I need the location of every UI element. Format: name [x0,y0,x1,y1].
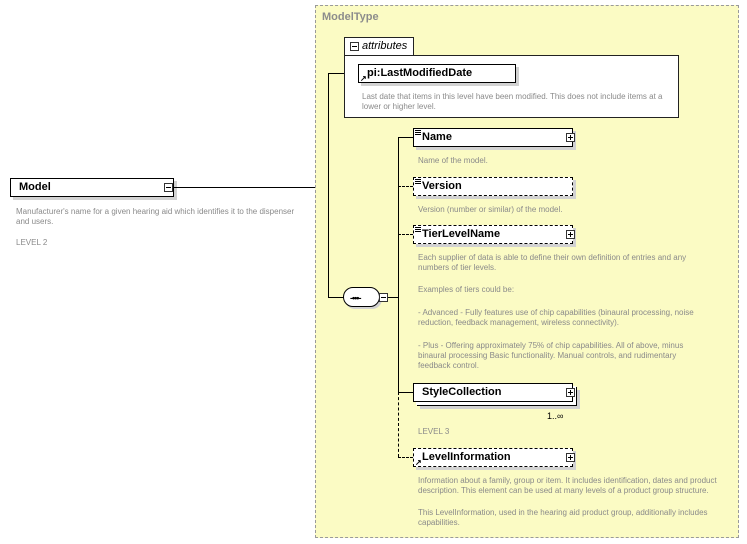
level-info-branch [398,457,413,458]
seq-connector-line [388,297,398,298]
expand-icon[interactable] [566,388,575,397]
level-info-doc-1: Information about a family, group or ite… [418,476,717,495]
connector-line [174,187,328,188]
tier-level-name-label: TierLevelName [422,228,501,240]
attribute-doc: Last date that items in this level have … [362,92,663,111]
tier-doc-4: - Plus - Offering approximately 75% of c… [418,341,684,370]
collapse-icon[interactable] [379,293,388,302]
tier-doc-2: Examples of tiers could be: [418,285,515,294]
name-branch [398,137,413,138]
expand-icon[interactable] [566,230,575,239]
level-information-label: LevelInformation [422,451,511,463]
name-doc: Name of the model. [418,156,488,165]
text-content-icon [415,227,421,232]
level-info-doc-2: This LevelInformation, used in the heari… [418,508,708,527]
attribute-last-modified-date[interactable]: ↗ pi:LastModifiedDate [358,64,516,83]
seq-trunk-solid-top [398,137,399,297]
tier-branch [398,234,413,235]
seq-branch-line [328,297,344,298]
seq-trunk-dashed [398,392,399,457]
text-content-icon [415,130,421,135]
sequence-compositor[interactable]: -•••- [343,287,380,307]
model-level: LEVEL 2 [16,238,48,247]
attribute-label: pi:LastModifiedDate [367,67,473,79]
collapse-icon[interactable] [164,183,173,192]
version-doc: Version (number or similar) of the model… [418,205,563,214]
tier-doc-3: - Advanced - Fully features use of chip … [418,308,694,327]
model-type-title: ModelType [322,11,379,23]
level-information-element[interactable]: ↗ LevelInformation [413,448,573,467]
style-collection-label: StyleCollection [422,386,502,398]
attributes-label: attributes [362,40,408,52]
style-cardinality: 1..∞ [547,411,564,421]
version-element[interactable]: Version [413,177,573,196]
expand-icon[interactable] [566,133,575,142]
trunk-line [328,73,329,298]
style-collection-element[interactable]: StyleCollection [413,383,573,402]
style-level: LEVEL 3 [418,427,450,436]
model-element-label: Model [19,181,51,193]
text-content-icon [415,179,421,184]
collapse-icon[interactable] [350,42,359,51]
name-element[interactable]: Name [413,128,573,147]
name-element-label: Name [422,131,452,143]
tier-doc-1: Each supplier of data is able to define … [418,253,687,272]
tier-level-name-element[interactable]: TierLevelName [413,225,573,244]
sequence-icon: -•••- [350,293,361,303]
expand-icon[interactable] [566,453,575,462]
style-branch [398,392,413,393]
seq-trunk-solid-mid [398,297,399,392]
model-element[interactable]: Model [10,178,174,197]
model-doc: Manufacturer's name for a given hearing … [16,207,295,226]
attributes-tab[interactable]: attributes [344,37,414,56]
version-branch [398,186,413,187]
reference-arrow-icon: ↗ [415,458,422,467]
attr-branch-line [328,73,344,74]
reference-arrow-icon: ↗ [360,74,367,83]
version-element-label: Version [422,180,462,192]
